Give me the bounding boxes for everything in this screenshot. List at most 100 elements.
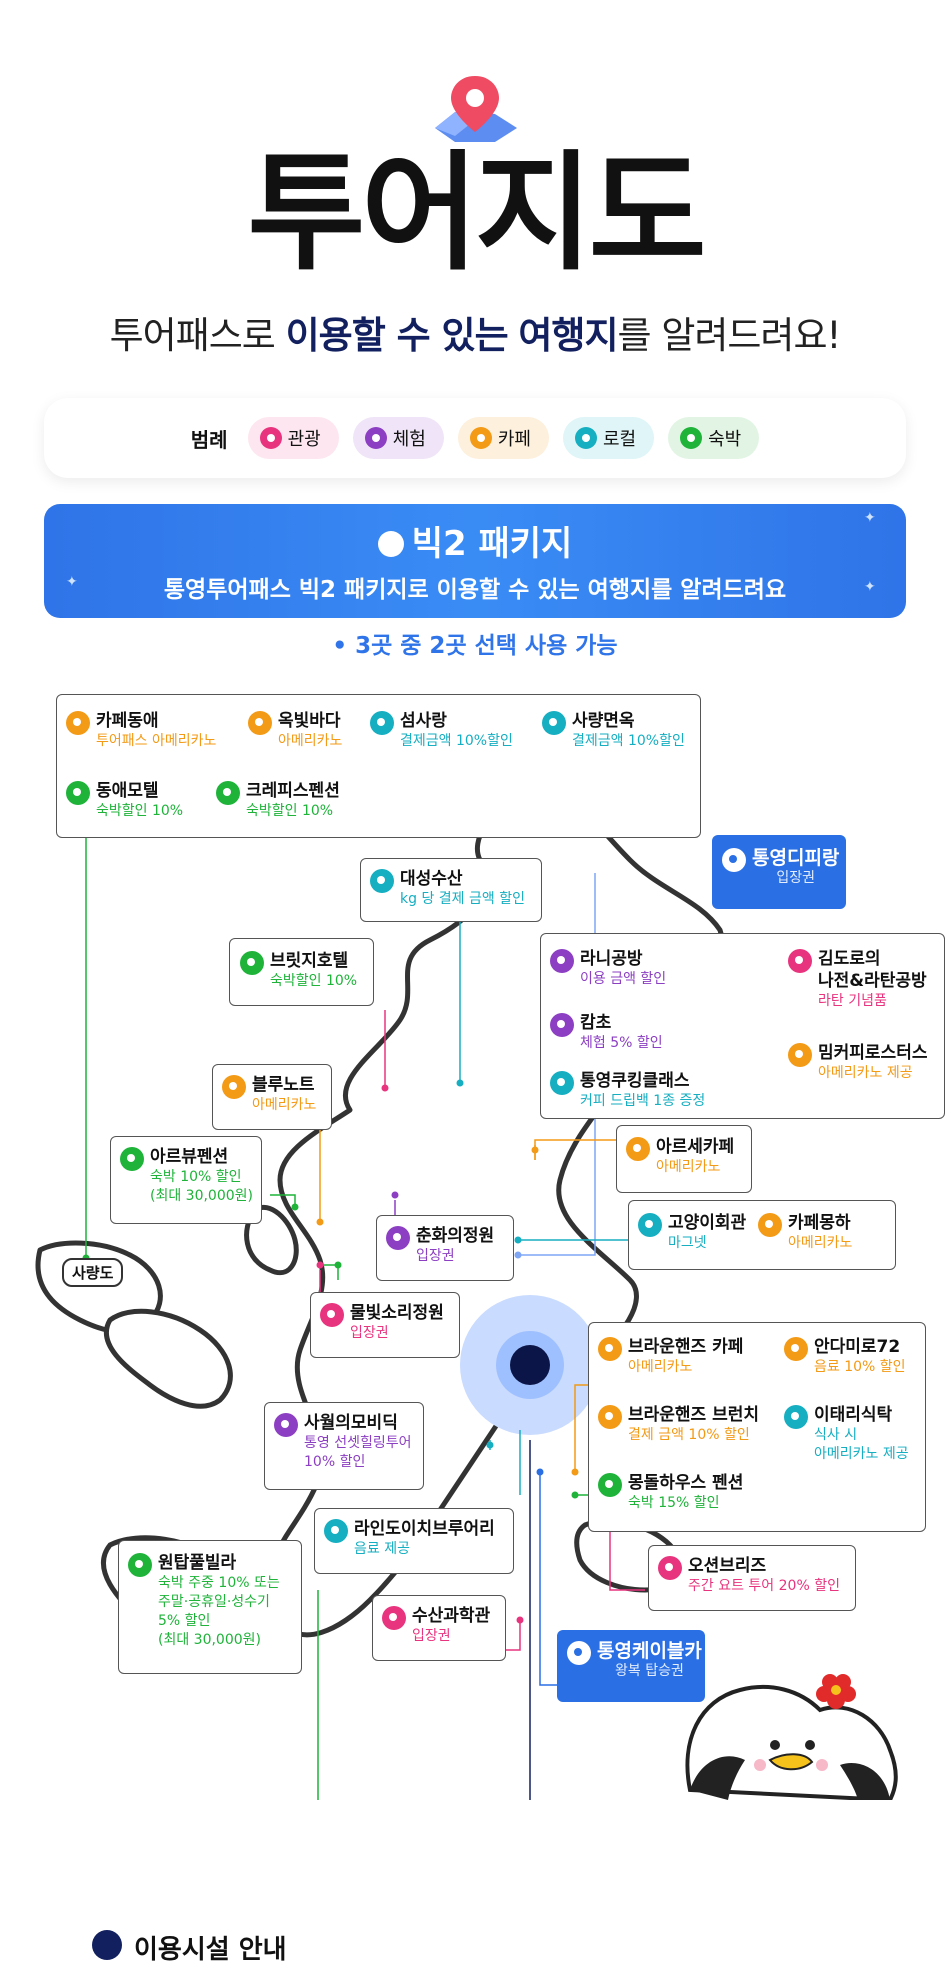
place-benefit: 숙박 주중 10% 또는 <box>158 1575 280 1591</box>
place-name: 옥빛바다 <box>278 711 341 731</box>
place-name: 통영케이블카 <box>597 1640 702 1662</box>
sparkle-icon: ✦ <box>864 510 876 526</box>
place-benefit: 결제 금액 10% 할인 <box>628 1427 750 1443</box>
section-marker-dot <box>92 1930 122 1960</box>
stay-pin-icon <box>66 781 90 805</box>
package-banner: 빅2 패키지 통영투어패스 빅2 패키지로 이용할 수 있는 여행지를 알려드려… <box>44 504 906 618</box>
location-pin-icon <box>722 848 746 872</box>
local-pin-icon <box>324 1519 348 1543</box>
place-benefit: 왕복 탑승권 <box>615 1663 684 1679</box>
place-box <box>360 858 542 922</box>
legend-chip-label: 숙박 <box>708 429 742 450</box>
local-pin-icon <box>370 711 394 735</box>
map-pin-icon <box>435 76 517 142</box>
place-name: 사월의모비딕 <box>304 1413 398 1433</box>
place-benefit: 아메리카노 <box>628 1359 693 1375</box>
tour-pin-icon <box>259 427 282 449</box>
seagull-mascot <box>685 1674 898 1800</box>
place-group-bongpyeong <box>588 1322 926 1532</box>
place-benefit: 숙박할인 10% <box>270 973 358 989</box>
place-name: 카페동애 <box>96 711 159 731</box>
legend-chip-label: 체험 <box>392 429 426 450</box>
experience-pin-icon <box>364 427 387 449</box>
cafe-pin-icon <box>758 1213 782 1237</box>
place-benefit: 주간 요트 투어 20% 할인 <box>688 1578 840 1594</box>
place-benefit: 체험 5% 할인 <box>580 1035 663 1051</box>
place-name: 고양이회관 <box>668 1213 747 1233</box>
legend-chip-label: 관광 <box>287 429 321 450</box>
place-benefit: 숙박할인 10% <box>246 803 334 819</box>
cafe-pin-icon <box>248 711 272 735</box>
place-benefit: 아메리카노 제공 <box>814 1446 909 1462</box>
local-pin-icon <box>638 1213 662 1237</box>
cafe-pin-icon <box>788 1043 812 1067</box>
legend: 범례 관광 체험 카페 로컬 숙박 <box>44 398 906 478</box>
place-name: 라니공방 <box>580 949 643 969</box>
place-name: 오션브리즈 <box>688 1556 767 1576</box>
place-benefit: 숙박할인 10% <box>96 803 184 819</box>
location-pin-icon <box>377 531 404 557</box>
legend-label: 범례 <box>190 427 228 452</box>
legend-chip-label: 로컬 <box>602 429 637 450</box>
cafe-pin-icon <box>598 1405 622 1429</box>
place-name: 통영쿠킹클래스 <box>580 1071 690 1091</box>
local-pin-icon <box>542 711 566 735</box>
place-benefit: 결제금액 10%할인 <box>572 733 685 749</box>
place-name: 브라운핸즈 브런치 <box>628 1405 760 1425</box>
place-name: 섬사랑 <box>400 711 447 731</box>
place-benefit: 아메리카노 제공 <box>818 1065 913 1081</box>
legend-chip-stay: 숙박 <box>668 417 760 459</box>
place-benefit: (최대 30,000원) <box>150 1188 254 1204</box>
place-benefit: 10% 할인 <box>304 1454 366 1470</box>
legend-chip-experience: 체험 <box>352 417 444 459</box>
selection-note: • 3곳 중 2곳 선택 사용 가능 <box>332 633 618 659</box>
place-benefit: 투어패스 아메리카노 <box>96 733 217 749</box>
place-group-downtown <box>540 933 945 1119</box>
place-name: 아르뷰펜션 <box>150 1147 229 1167</box>
place-benefit: 주말·공휴일·성수기 <box>158 1594 270 1610</box>
place-benefit: 라탄 기념품 <box>818 993 887 1009</box>
stay-pin-icon <box>680 427 703 449</box>
legend-chip-tour: 관광 <box>247 417 339 459</box>
place-box <box>648 1545 856 1611</box>
place-name: 대성수산 <box>400 869 463 889</box>
place-group-box <box>628 1200 896 1270</box>
stay-pin-icon <box>128 1553 152 1577</box>
place-benefit: 이용 금액 할인 <box>580 971 667 987</box>
stay-pin-icon <box>216 781 240 805</box>
place-benefit: 입장권 <box>412 1628 451 1644</box>
page-subtitle: 투어패스로 이용할 수 있는 여행지를 알려드려요! <box>109 314 842 357</box>
